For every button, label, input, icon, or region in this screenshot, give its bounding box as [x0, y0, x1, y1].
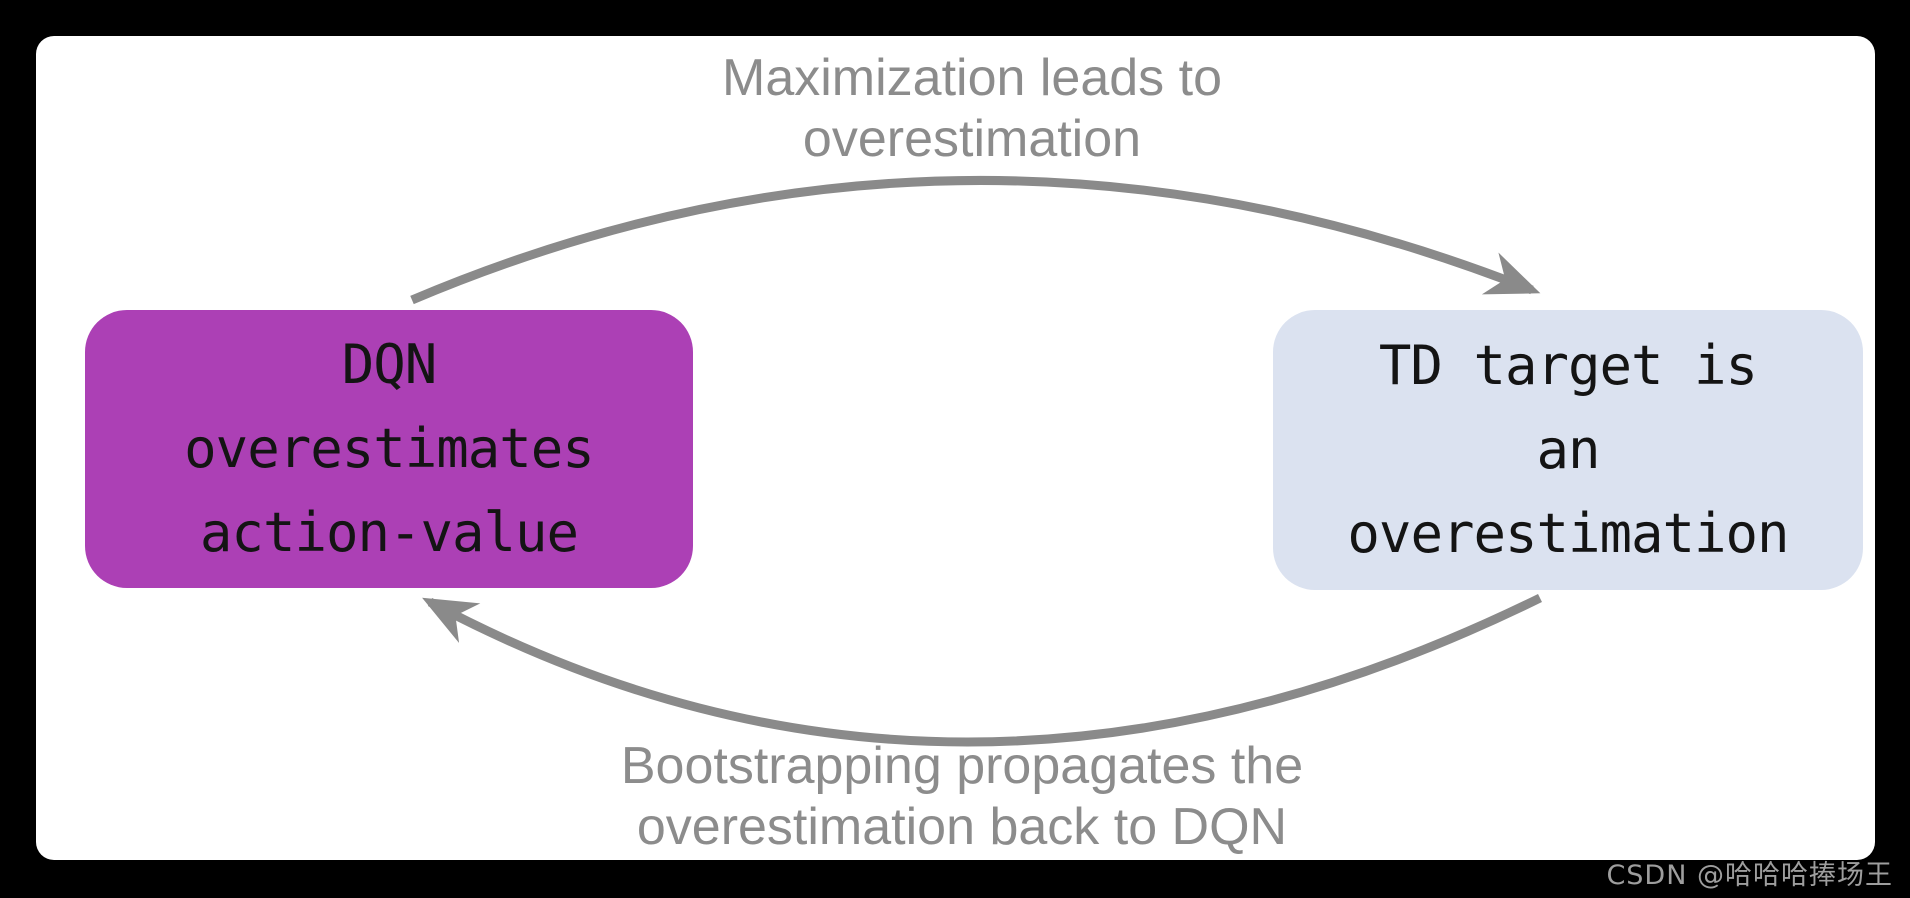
td-box-line3: overestimation — [1347, 502, 1789, 565]
dqn-overestimates-box: DQN overestimates action-value — [85, 310, 693, 588]
dqn-box-line1: DQN — [341, 333, 438, 396]
td-box-line1: TD target is — [1378, 334, 1758, 397]
dqn-box-line3: action-value — [199, 501, 579, 564]
top-arrow-label-line2: overestimation — [802, 110, 1142, 168]
td-box-line2: an — [1536, 418, 1600, 481]
dqn-box-line2: overestimates — [184, 417, 595, 480]
top-arrow-label-line1: Maximization leads to — [722, 49, 1222, 107]
bottom-arrow-path — [422, 593, 1542, 747]
csdn-watermark: CSDN @哈哈哈捧场王 — [1606, 860, 1893, 891]
top-arrow-path — [410, 175, 1541, 305]
top-arrow-label: Maximization leads to overestimation — [522, 48, 1422, 170]
bottom-arrow-label: Bootstrapping propagates the overestimat… — [512, 736, 1412, 858]
td-target-box: TD target is an overestimation — [1273, 310, 1863, 590]
bottom-arrow-label-line2: overestimation back to DQN — [636, 798, 1288, 856]
bottom-arrow-label-line1: Bootstrapping propagates the — [620, 737, 1304, 795]
